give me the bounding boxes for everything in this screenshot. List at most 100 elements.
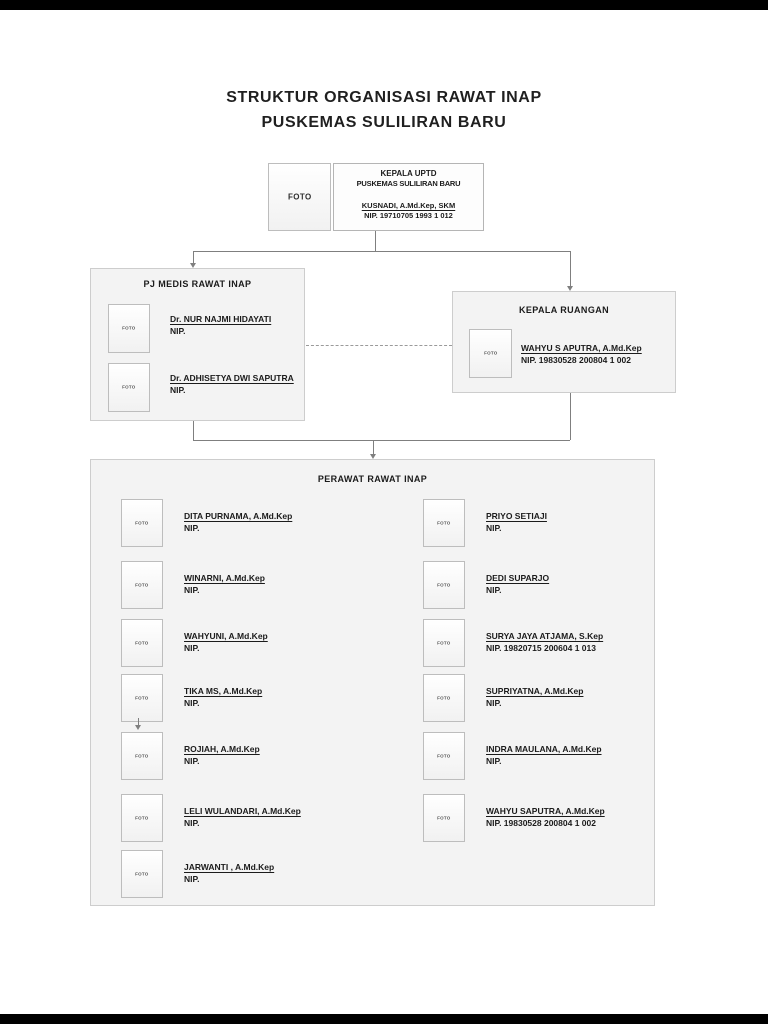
staff-nip: NIP. <box>170 326 186 336</box>
staff-name: Dr. ADHISETYA DWI SAPUTRA <box>170 373 294 383</box>
foto-placeholder: FOTO <box>108 304 150 353</box>
staff-entry: FOTO Dr. NUR NAJMI HIDAYATI NIP. <box>108 304 271 353</box>
foto-label: FOTO <box>135 753 149 759</box>
staff-entry: FOTO DEDI SUPARJO NIP. <box>423 561 549 609</box>
arrowhead-down-icon <box>370 454 376 459</box>
staff-nip: NIP. <box>486 585 502 595</box>
staff-name: SURYA JAYA ATJAMA, S.Kep <box>486 631 604 641</box>
connector-to-perawat <box>373 440 374 454</box>
staff-nip: NIP. <box>184 874 200 884</box>
foto-placeholder: FOTO <box>423 619 465 667</box>
arrowhead-down-icon <box>567 286 573 291</box>
connector-dashed-pj-kr <box>306 345 452 346</box>
foto-placeholder: FOTO <box>423 499 465 547</box>
kepala-ruangan-title: KEPALA RUANGAN <box>518 305 610 315</box>
foto-placeholder: FOTO <box>423 732 465 780</box>
staff-entry: FOTO PRIYO SETIAJI NIP. <box>423 499 547 547</box>
arrowhead-down-icon <box>190 263 196 268</box>
foto-label: FOTO <box>483 351 498 356</box>
staff-name: LELI WULANDARI, A.Md.Kep <box>184 806 301 816</box>
foto-placeholder: FOTO <box>121 732 163 780</box>
foto-label: FOTO <box>135 695 149 701</box>
foto-placeholder: FOTO <box>108 363 150 412</box>
staff-name: TIKA MS, A.Md.Kep <box>184 686 263 696</box>
staff-nip: NIP. <box>486 756 502 766</box>
kepala-uptd-node: KEPALA UPTD PUSKEMAS SULILIRAN BARU KUSN… <box>333 163 484 231</box>
connector-tika-rojiah <box>138 718 139 726</box>
foto-placeholder: FOTO <box>423 674 465 722</box>
letterbox-top <box>0 0 768 10</box>
foto-label: FOTO <box>437 520 451 526</box>
foto-label: FOTO <box>135 640 149 646</box>
foto-label: FOTO <box>287 192 312 202</box>
foto-placeholder: FOTO <box>121 619 163 667</box>
kepala-uptd-subtitle: PUSKEMAS SULILIRAN BARU <box>356 179 461 188</box>
connector-top-horizontal <box>193 251 570 252</box>
foto-label: FOTO <box>437 815 451 821</box>
staff-nip: NIP. <box>184 585 200 595</box>
staff-name: WAHYU SAPUTRA, A.Md.Kep <box>486 806 605 816</box>
staff-entry: FOTO Dr. ADHISETYA DWI SAPUTRA NIP. <box>108 363 294 412</box>
staff-name: PRIYO SETIAJI <box>486 511 547 521</box>
staff-nip: NIP. <box>486 698 502 708</box>
staff-name: JARWANTI , A.Md.Kep <box>184 862 275 872</box>
staff-name: WINARNI, A.Md.Kep <box>184 573 265 583</box>
staff-name: WAHYUNI, A.Md.Kep <box>184 631 268 641</box>
kepala-uptd-name: KUSNADI, A.Md.Kep, SKM <box>361 201 456 210</box>
connector-to-pj-medis <box>193 251 194 263</box>
kepala-uptd-nip: NIP. 19710705 1993 1 012 <box>364 211 453 220</box>
staff-nip: NIP. <box>486 523 502 533</box>
staff-name: DEDI SUPARJO <box>486 573 550 583</box>
foto-placeholder: FOTO <box>121 674 163 722</box>
staff-name: INDRA MAULANA, A.Md.Kep <box>486 744 602 754</box>
staff-nip: NIP. <box>184 756 200 766</box>
kepala-uptd-title: KEPALA UPTD <box>380 169 437 178</box>
foto-placeholder: FOTO <box>121 794 163 842</box>
foto-label: FOTO <box>135 815 149 821</box>
foto-label: FOTO <box>437 695 451 701</box>
staff-nip: NIP. 19830528 200804 1 002 <box>521 355 631 365</box>
letterbox-bottom <box>0 1014 768 1024</box>
foto-label: FOTO <box>135 871 149 877</box>
foto-label: FOTO <box>135 520 149 526</box>
arrowhead-down-icon <box>135 725 141 730</box>
foto-label: FOTO <box>437 640 451 646</box>
pj-medis-title: PJ MEDIS RAWAT INAP <box>143 279 252 289</box>
foto-placeholder: FOTO <box>423 561 465 609</box>
staff-name: ROJIAH, A.Md.Kep <box>184 744 260 754</box>
page-title-line2: PUSKEMAS SULILIRAN BARU <box>261 114 507 131</box>
perawat-title: PERAWAT RAWAT INAP <box>317 474 428 484</box>
foto-placeholder: FOTO <box>121 850 163 898</box>
connector-pj-down <box>193 421 194 440</box>
pj-medis-panel: PJ MEDIS RAWAT INAP FOTO Dr. NUR NAJMI H… <box>90 268 305 421</box>
staff-name: DITA PURNAMA, A.Md.Kep <box>184 511 293 521</box>
connector-uptd-down <box>375 231 376 251</box>
staff-entry: FOTO WAHYU S APUTRA, A.Md.Kep NIP. 19830… <box>469 329 642 378</box>
staff-name: SUPRIYATNA, A.Md.Kep <box>486 686 584 696</box>
foto-placeholder: FOTO <box>469 329 512 378</box>
staff-nip: NIP. <box>170 385 186 395</box>
foto-label: FOTO <box>437 582 451 588</box>
staff-name: Dr. NUR NAJMI HIDAYATI <box>170 314 272 324</box>
connector-to-kepala-ruangan <box>570 251 571 286</box>
foto-label: FOTO <box>437 753 451 759</box>
connector-kr-down <box>570 393 571 440</box>
staff-nip: NIP. 19830528 200804 1 002 <box>486 818 596 828</box>
foto-placeholder: FOTO <box>423 794 465 842</box>
foto-label: FOTO <box>135 582 149 588</box>
foto-label: FOTO <box>122 326 136 331</box>
foto-placeholder-kepala-uptd: FOTO <box>268 163 331 231</box>
page-title-line1: STRUKTUR ORGANISASI RAWAT INAP <box>226 89 542 106</box>
kepala-ruangan-panel: KEPALA RUANGAN FOTO WAHYU S APUTRA, A.Md… <box>452 291 676 393</box>
staff-nip: NIP. <box>184 698 200 708</box>
